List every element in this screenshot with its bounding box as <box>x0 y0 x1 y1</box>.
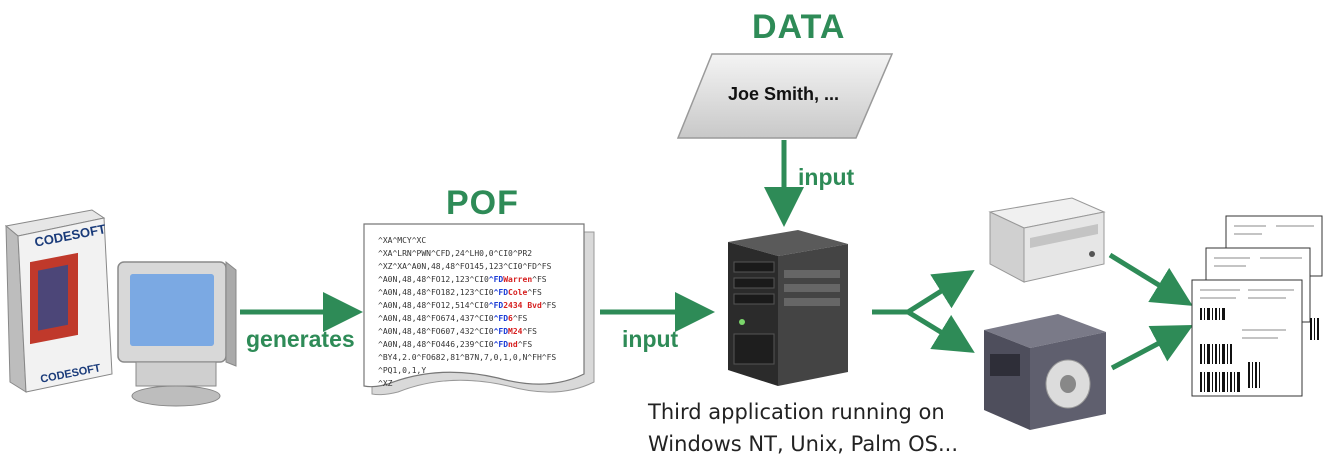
server-tower-icon <box>728 230 848 386</box>
pof-document <box>363 223 595 396</box>
data-value: Joe Smith, ... <box>728 84 840 104</box>
pof-code-line: ^A0N,48,48^FO12,123^CI0^FDWarren^FS <box>378 275 547 284</box>
pof-code-line: ^XZ^XA^A0N,48,48^FO145,123^CI0^FD^FS <box>378 262 552 271</box>
arrow-to-label-printer <box>906 309 975 353</box>
laser-printer-icon <box>988 197 1106 283</box>
caption-line-1: Third application running on <box>648 400 945 424</box>
pof-code-line: ^BY4,2.0^FO682,81^B7N,7,0,1,0,N^FH^FS <box>378 353 557 362</box>
pof-code-lines: ^XA^MCY^XC ^XA^LRN^PWN^CFD,24^LH0,0^CI0^P… <box>378 234 556 390</box>
input-label-mid: input <box>622 326 679 352</box>
codesoft-software-icon <box>4 209 237 407</box>
pof-code-line: ^XA^LRN^PWN^CFD,24^LH0,0^CI0^PR2 <box>378 249 533 258</box>
pof-code-line: ^A0N,48,48^FO674,437^CI0^FD6^FS <box>378 314 528 323</box>
pof-code-line: ^XZ <box>378 379 393 388</box>
arrow-label-printer-to-labels <box>1110 324 1194 371</box>
generates-label: generates <box>246 326 355 352</box>
data-parallelogram <box>676 53 894 139</box>
pof-code-line: ^A0N,48,48^FO607,432^CI0^FDM24^FS <box>378 327 537 336</box>
pof-title: POF <box>446 184 519 222</box>
pof-code-line: ^A0N,48,48^FO182,123^CI0^FDCole^FS <box>378 288 542 297</box>
pof-code-line: ^PQ1,0,1,Y <box>378 366 427 375</box>
label-printer-icon <box>984 314 1106 430</box>
caption-line-2: Windows NT, Unix, Palm OS... <box>648 432 959 456</box>
arrow-to-laser-printer <box>906 270 975 315</box>
printed-labels-icon <box>1191 215 1323 397</box>
pof-code-line: ^XA^MCY^XC <box>378 236 427 245</box>
data-title: DATA <box>752 8 846 46</box>
arrow-laser-to-labels <box>1108 252 1193 306</box>
input-label-top: input <box>798 164 855 190</box>
pof-code-line: ^A0N,48,48^FO446,239^CI0^FDnd^FS <box>378 340 533 349</box>
pof-code-line: ^A0N,48,48^FO12,514^CI0^FD2434 Bvd^FS <box>378 301 557 310</box>
server-caption: Third application running on Windows NT,… <box>648 396 958 460</box>
